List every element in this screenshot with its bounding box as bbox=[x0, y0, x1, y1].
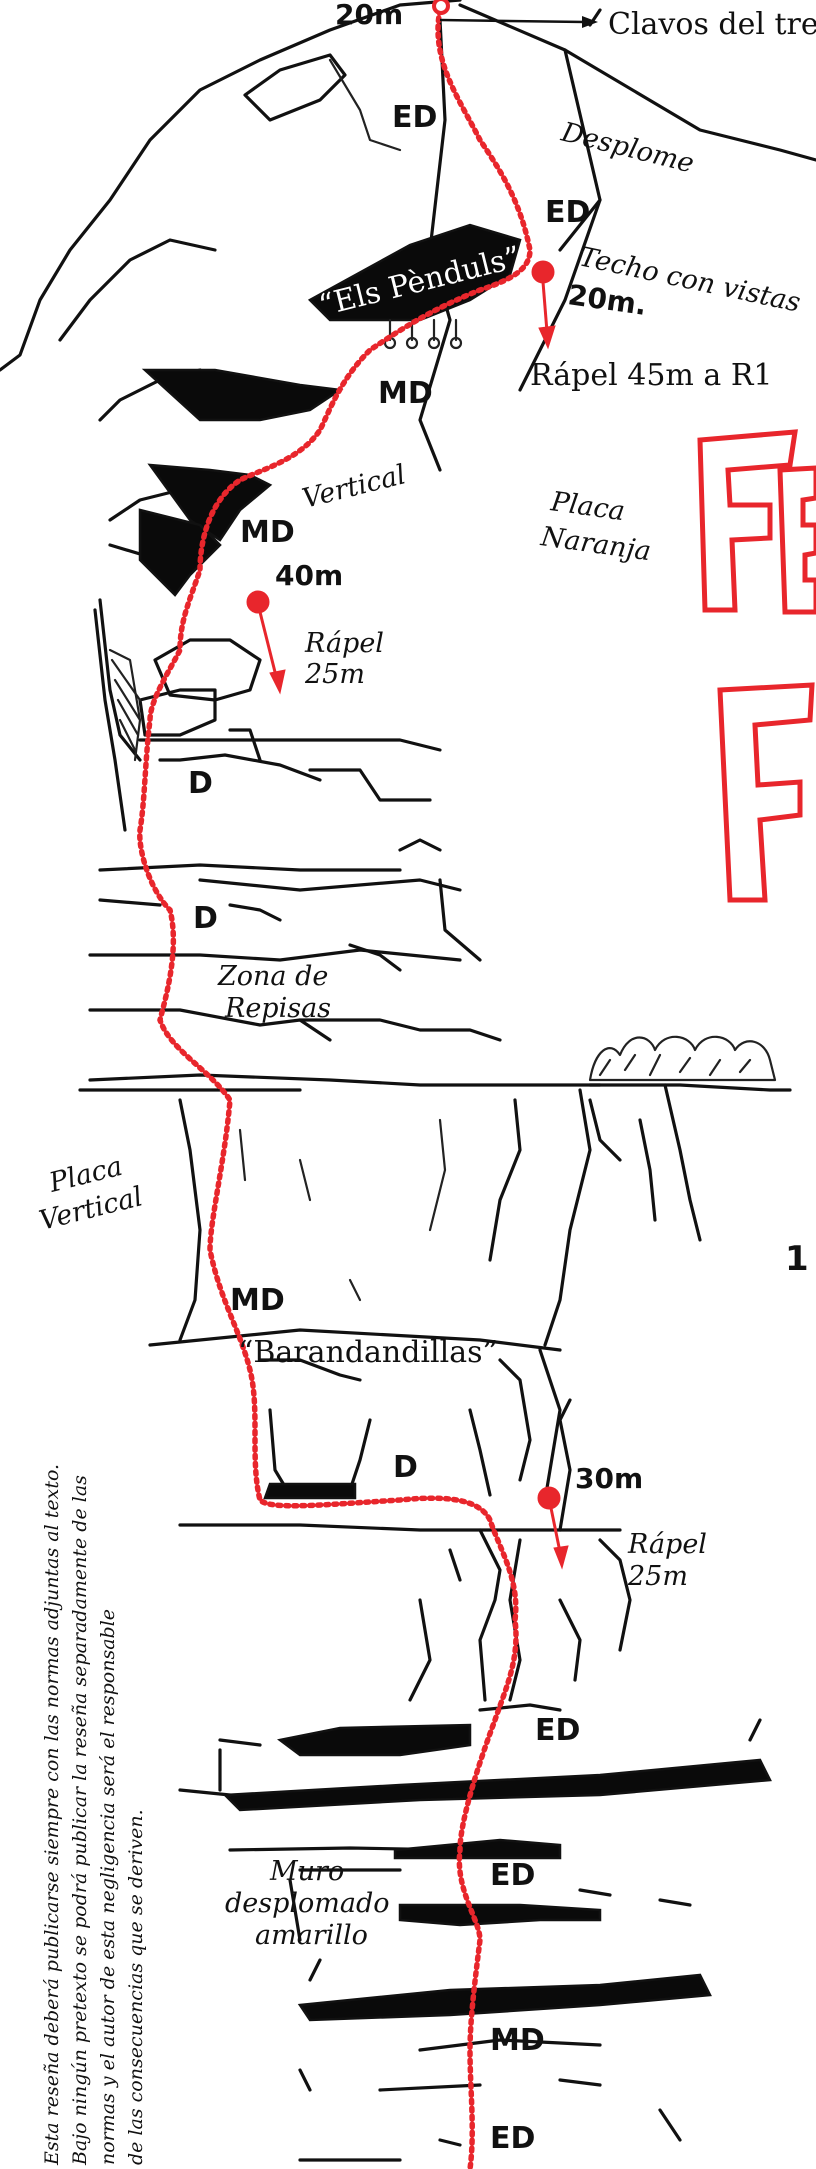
title-lettering bbox=[700, 432, 816, 900]
disclaimer-line: Esta reseña deberá publicarse siempre co… bbox=[41, 1464, 63, 2166]
grade-label: D bbox=[393, 1450, 418, 1485]
rapel-25-b-label-2: 25m bbox=[627, 1561, 688, 1592]
disclaimer-line: normas y el autor de esta negligencia se… bbox=[97, 1609, 119, 2165]
rapel-25-b-label-1: Rápel bbox=[627, 1529, 707, 1560]
disclaimer-line: Bajo ningún pretexto se podrá publicar l… bbox=[69, 1475, 91, 2166]
grade-label: MD bbox=[490, 2023, 545, 2058]
grade-label: MD bbox=[240, 515, 295, 550]
disclaimer-line: de las consecuencias que se deriven. bbox=[125, 1809, 147, 2165]
top-pitch-length: 20m bbox=[335, 0, 403, 31]
len-30-label: 30m bbox=[575, 1462, 643, 1495]
desplome-label: Desplome bbox=[557, 116, 697, 179]
grade-label: ED bbox=[490, 1858, 535, 1893]
grade-label: D bbox=[188, 766, 213, 801]
clavos-label: Clavos del tren bbox=[608, 7, 816, 42]
grade-label: MD bbox=[230, 1283, 285, 1318]
partial-number: 1 bbox=[785, 1239, 809, 1279]
vertical-label: Vertical bbox=[299, 459, 409, 515]
placa-naranja-label-1: Placa bbox=[548, 486, 627, 527]
grade-label: ED bbox=[490, 2121, 535, 2156]
grade-label: ED bbox=[535, 1713, 580, 1748]
zona-repisas-label-1: Zona de bbox=[217, 961, 328, 992]
disclaimer: Esta reseña deberá publicarse siempre co… bbox=[41, 1464, 147, 2166]
rapel-45-label: Rápel 45m a R1 bbox=[530, 358, 773, 393]
grade-label: MD bbox=[378, 376, 433, 411]
rappel-station-techo bbox=[532, 261, 555, 348]
zona-repisas-label-2: Repisas bbox=[224, 993, 331, 1024]
techo-length: 20m. bbox=[566, 278, 649, 322]
clavos-arrow bbox=[440, 16, 598, 28]
grade-label: D bbox=[193, 901, 218, 936]
len-40-label: 40m bbox=[275, 559, 343, 592]
barandandillas-label: “Barandandillas” bbox=[238, 1335, 498, 1370]
rapel-25-a-label-1: Rápel bbox=[304, 628, 384, 659]
muro-label-3: amarillo bbox=[255, 1920, 368, 1951]
muro-label-1: Muro bbox=[269, 1856, 344, 1887]
grade-label: ED bbox=[545, 195, 590, 230]
labels: 20m Clavos del tren Desplome “Els Pèndul… bbox=[36, 0, 816, 1951]
muro-label-2: desplomado bbox=[225, 1888, 390, 1919]
placa-naranja-label-2: Naranja bbox=[538, 521, 653, 567]
belay-marker-top bbox=[434, 0, 448, 13]
rapel-25-a-label-2: 25m bbox=[304, 659, 365, 690]
rappel-station-30m bbox=[538, 1487, 568, 1568]
grade-label: ED bbox=[392, 100, 437, 135]
